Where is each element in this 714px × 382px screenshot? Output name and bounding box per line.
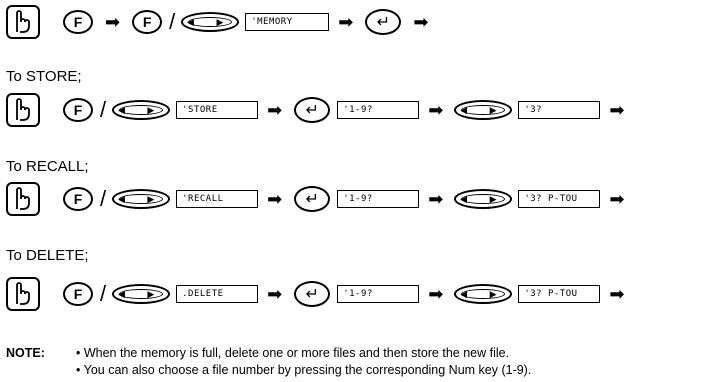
enter-key: ↵ [294, 186, 331, 212]
lcd-display: '1-9? [337, 190, 420, 208]
hand-press-icon [6, 93, 40, 127]
cursor-key: ◀ ▶ [112, 100, 171, 120]
lcd-display: 'RECALL [176, 190, 259, 208]
note-item: • You can also choose a file number by p… [76, 363, 532, 377]
lcd-display: '1-9? [337, 101, 420, 119]
arrow-icon: ➡ [338, 11, 354, 32]
lcd-display: 'STORE [176, 101, 259, 119]
arrow-icon: ➡ [267, 188, 283, 209]
arrow-icon: ➡ [609, 188, 625, 209]
lcd-display: '3? [518, 101, 601, 119]
function-key: F [63, 10, 93, 34]
function-key: F [63, 187, 93, 211]
arrow-icon: ➡ [428, 283, 444, 304]
cursor-key: ◀ ▶ [454, 189, 513, 209]
intro-sequence: F ➡ F / ◀ ▶ 'MEMORY ➡ ↵ ➡ [6, 4, 435, 40]
arrow-icon: ➡ [105, 11, 121, 32]
cursor-key: ◀ ▶ [454, 100, 513, 120]
section-label-recall: To RECALL; [6, 158, 89, 175]
cursor-key: ◀ ▶ [112, 189, 171, 209]
section-label-store: To STORE; [6, 68, 82, 85]
arrow-icon: ➡ [428, 188, 444, 209]
delete-sequence: F / ◀ ▶ .DELETE ➡ ↵ '1-9? ➡ ◀ ▶ '3? P-TO… [6, 276, 631, 312]
or-separator: / [100, 186, 107, 211]
lcd-display: '1-9? [337, 285, 420, 303]
cursor-key: ◀ ▶ [112, 284, 171, 304]
lcd-display: .DELETE [176, 285, 259, 303]
note-item: • When the memory is full, delete one or… [76, 346, 510, 360]
or-separator: / [100, 97, 107, 122]
arrow-icon: ➡ [609, 99, 625, 120]
note-list: • When the memory is full, delete one or… [76, 345, 714, 379]
function-key: F [63, 282, 93, 306]
recall-sequence: F / ◀ ▶ 'RECALL ➡ ↵ '1-9? ➡ ◀ ▶ '3? P-TO… [6, 181, 631, 217]
hand-press-icon [6, 182, 40, 216]
function-key: F [63, 98, 93, 122]
arrow-icon: ➡ [428, 99, 444, 120]
arrow-icon: ➡ [267, 99, 283, 120]
enter-key: ↵ [294, 281, 331, 307]
or-separator: / [169, 9, 176, 34]
function-key: F [132, 10, 163, 34]
hand-press-icon [6, 5, 40, 39]
note-heading: NOTE: [6, 346, 45, 360]
section-label-delete: To DELETE; [6, 247, 89, 264]
cursor-key: ◀ ▶ [181, 12, 240, 32]
lcd-display: '3? P-TOU [518, 285, 601, 303]
enter-key: ↵ [365, 9, 402, 35]
lcd-display: 'MEMORY [245, 13, 330, 31]
enter-key: ↵ [294, 97, 331, 123]
hand-press-icon [6, 277, 40, 311]
arrow-icon: ➡ [267, 283, 283, 304]
arrow-icon: ➡ [413, 11, 429, 32]
arrow-icon: ➡ [609, 283, 625, 304]
store-sequence: F / ◀ ▶ 'STORE ➡ ↵ '1-9? ➡ ◀ ▶ '3? ➡ [6, 92, 631, 128]
cursor-key: ◀ ▶ [454, 284, 513, 304]
or-separator: / [100, 281, 107, 306]
lcd-display: '3? P-TOU [518, 190, 601, 208]
